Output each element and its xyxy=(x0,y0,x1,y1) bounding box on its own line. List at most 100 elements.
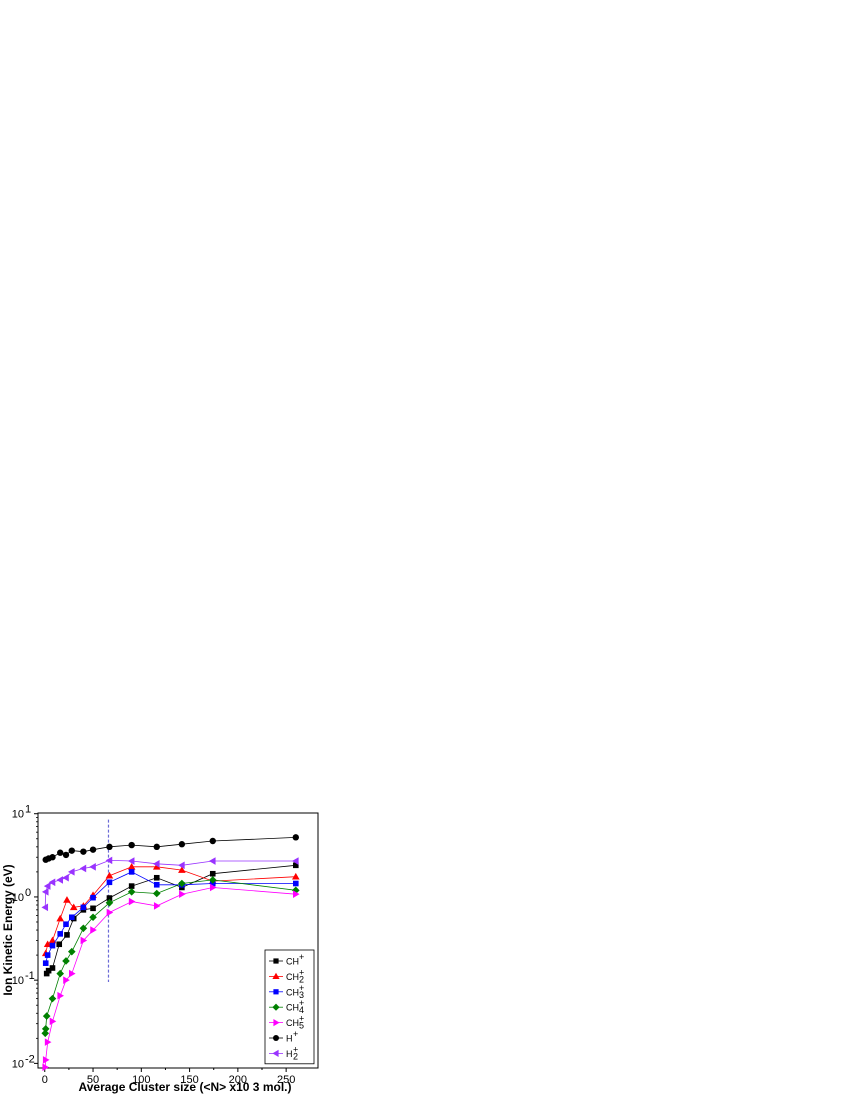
series-line xyxy=(46,864,296,974)
data-point xyxy=(106,879,113,886)
legend-label-subscript: 2 xyxy=(293,1051,298,1061)
y-tick-exponent: 1 xyxy=(25,804,31,816)
data-point xyxy=(62,873,69,882)
legend-label-base: CH xyxy=(286,957,299,967)
x-tick-label: 200 xyxy=(229,1074,247,1086)
y-tick-exponent: -2 xyxy=(25,1053,35,1065)
data-point xyxy=(105,871,114,879)
data-point xyxy=(273,1019,280,1027)
data-point xyxy=(179,890,186,898)
series-4 xyxy=(41,876,300,1038)
series-line xyxy=(45,866,296,954)
data-point xyxy=(63,896,71,903)
legend-label-superscript: + xyxy=(299,983,304,993)
data-point xyxy=(49,854,56,861)
x-tick-label: 50 xyxy=(87,1074,99,1086)
legend-label: CH xyxy=(286,972,299,982)
data-point xyxy=(44,952,51,958)
data-point xyxy=(42,1012,51,1020)
data-point xyxy=(80,848,87,855)
data-point xyxy=(41,888,49,896)
y-tick-label: 10 xyxy=(12,1058,24,1070)
data-point xyxy=(64,932,70,938)
legend-label-superscript: + xyxy=(293,1044,298,1054)
legend-label-superscript: + xyxy=(299,998,304,1008)
data-point xyxy=(152,863,161,870)
legend-label-base: CH xyxy=(286,972,299,982)
data-point xyxy=(127,888,136,896)
data-point xyxy=(56,914,65,922)
data-point xyxy=(90,926,97,934)
data-point xyxy=(272,1003,280,1011)
data-point xyxy=(273,958,279,964)
data-point xyxy=(106,843,113,851)
x-tick-label: 0 xyxy=(42,1074,48,1086)
data-point xyxy=(68,847,75,854)
y-tick-label: 10 xyxy=(12,975,24,987)
data-point xyxy=(209,870,216,877)
data-point xyxy=(153,881,160,888)
data-point xyxy=(68,914,75,921)
y-tick-exponent: -1 xyxy=(25,970,35,982)
data-point xyxy=(128,841,135,849)
legend-label-subscript: 4 xyxy=(299,1005,304,1015)
legend-label-subscript: 5 xyxy=(299,1021,304,1031)
data-point xyxy=(62,851,70,859)
legend-label-superscript: + xyxy=(299,967,304,977)
data-point xyxy=(44,1038,52,1046)
data-point xyxy=(178,866,186,873)
legend-label: CH xyxy=(286,987,299,997)
data-point xyxy=(68,969,76,978)
legend-label-subscript: 2 xyxy=(299,974,304,984)
y-tick-exponent: 0 xyxy=(25,887,31,899)
y-tick-label: 10 xyxy=(12,892,24,904)
data-point xyxy=(273,989,279,995)
data-point xyxy=(152,889,161,898)
data-point xyxy=(48,936,57,944)
series-7 xyxy=(41,856,299,912)
legend-label-base: CH xyxy=(286,1003,299,1013)
x-tick-label: 250 xyxy=(277,1074,295,1086)
data-point xyxy=(62,957,70,965)
data-point xyxy=(43,940,52,948)
data-point xyxy=(79,864,87,873)
data-point xyxy=(43,970,50,977)
data-point xyxy=(153,843,160,851)
legend-label-superscript: + xyxy=(293,1029,298,1039)
data-point xyxy=(67,947,76,956)
data-point xyxy=(49,965,56,971)
data-point xyxy=(56,969,65,978)
legend-label-base: H xyxy=(286,1034,293,1044)
data-point xyxy=(42,1063,50,1071)
data-point xyxy=(57,849,64,856)
data-point xyxy=(127,863,136,870)
y-tick-label: 10 xyxy=(12,809,24,821)
data-point xyxy=(128,869,135,875)
data-point xyxy=(45,967,52,974)
data-point xyxy=(292,862,299,869)
y-axis-label: Ion Kinetic Energy (eV) xyxy=(1,864,15,995)
legend-label-base: CH xyxy=(286,1018,299,1028)
data-point xyxy=(106,908,114,917)
data-point xyxy=(209,837,216,845)
data-point xyxy=(128,897,136,906)
data-point xyxy=(273,1035,279,1041)
data-point xyxy=(209,883,217,892)
data-point xyxy=(291,857,299,865)
data-point xyxy=(292,880,299,887)
data-point xyxy=(152,860,160,868)
data-point xyxy=(90,894,96,901)
data-point xyxy=(41,903,49,912)
data-point xyxy=(67,868,75,876)
data-point xyxy=(49,1017,57,1026)
series-group xyxy=(41,834,300,1071)
data-point xyxy=(80,904,87,911)
legend-label: H xyxy=(286,1049,293,1059)
legend-label-base: H xyxy=(286,1049,293,1059)
legend-label: CH xyxy=(286,957,299,967)
